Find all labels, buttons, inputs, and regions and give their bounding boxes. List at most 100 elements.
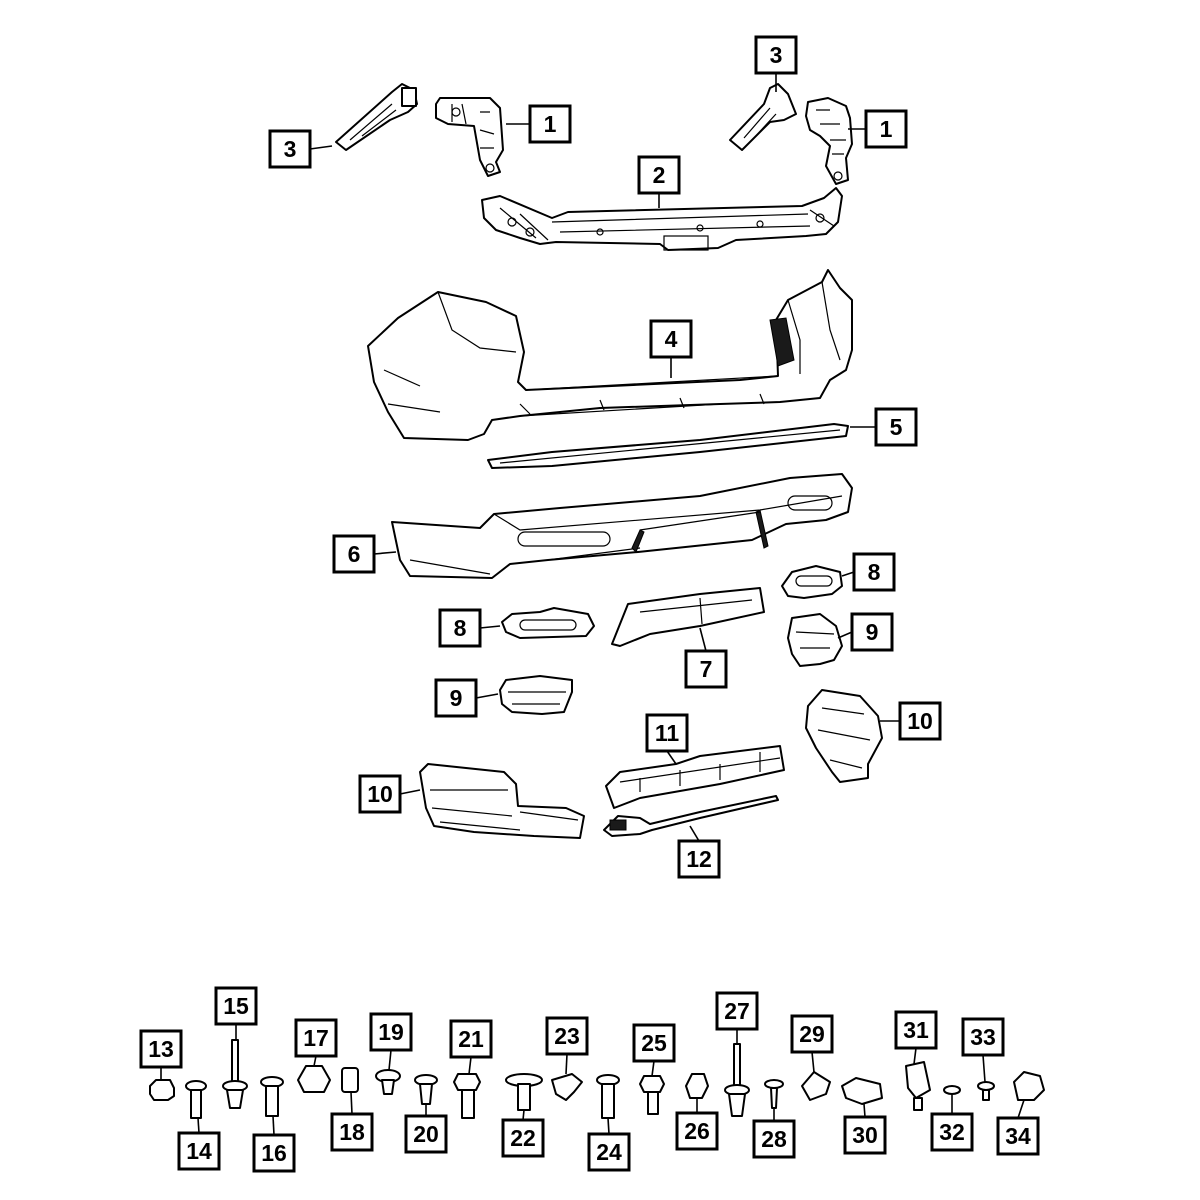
part-12-wiring-harness <box>603 795 779 837</box>
svg-text:19: 19 <box>378 1019 404 1045</box>
svg-text:10: 10 <box>907 708 933 734</box>
callout-30: 30 <box>843 1115 887 1155</box>
svg-text:34: 34 <box>1005 1123 1031 1149</box>
svg-text:9: 9 <box>866 619 879 645</box>
fastener-21-bolt <box>453 1073 481 1119</box>
svg-text:26: 26 <box>684 1118 710 1144</box>
svg-text:5: 5 <box>890 414 903 440</box>
svg-text:1: 1 <box>544 111 557 137</box>
svg-text:32: 32 <box>939 1119 965 1145</box>
fastener-23-clip <box>551 1073 583 1101</box>
svg-text:8: 8 <box>454 615 467 641</box>
fastener-34-clip <box>1013 1071 1045 1101</box>
svg-text:29: 29 <box>799 1021 825 1047</box>
part-1-left-mounting-bracket <box>435 97 504 177</box>
fastener-30-clip <box>841 1077 883 1105</box>
svg-text:27: 27 <box>724 998 750 1024</box>
svg-text:15: 15 <box>223 993 249 1019</box>
part-5-trim-strip <box>487 423 849 469</box>
callout-21: 21 <box>449 1019 493 1059</box>
svg-text:21: 21 <box>458 1026 484 1052</box>
callout-8-right: 8 <box>852 552 896 592</box>
callout-9-right: 9 <box>850 612 894 652</box>
callout-34: 34 <box>996 1116 1040 1156</box>
callout-31: 31 <box>894 1010 938 1050</box>
svg-text:9: 9 <box>450 685 463 711</box>
fastener-18-push-nut <box>341 1067 359 1093</box>
svg-text:33: 33 <box>970 1024 996 1050</box>
fastener-28-screw <box>764 1079 784 1109</box>
part-1-right-mounting-bracket <box>805 97 853 185</box>
fastener-22-retainer <box>505 1073 543 1111</box>
fastener-15-rivet <box>222 1039 248 1109</box>
callout-27: 27 <box>715 991 759 1031</box>
svg-text:30: 30 <box>852 1122 878 1148</box>
svg-text:25: 25 <box>641 1030 667 1056</box>
svg-text:20: 20 <box>413 1121 439 1147</box>
callout-23: 23 <box>545 1016 589 1056</box>
svg-text:8: 8 <box>868 559 881 585</box>
callout-33: 33 <box>961 1017 1005 1057</box>
callout-18: 18 <box>330 1112 374 1152</box>
part-10-right-air-deflector <box>805 689 883 783</box>
callout-2: 2 <box>637 155 681 195</box>
fastener-19-push-pin <box>375 1069 401 1095</box>
part-9-left-bracket <box>499 675 573 715</box>
leader-lines <box>160 73 1025 1136</box>
callout-5: 5 <box>874 407 918 447</box>
svg-text:14: 14 <box>186 1138 212 1164</box>
svg-text:17: 17 <box>303 1025 329 1051</box>
part-8-right-reflector <box>781 565 843 599</box>
callout-10-right: 10 <box>898 701 942 741</box>
callout-17: 17 <box>294 1018 338 1058</box>
part-9-right-bracket <box>787 613 843 667</box>
callout-13: 13 <box>139 1029 183 1069</box>
callout-3-right: 3 <box>754 35 798 75</box>
fastener-26-clip <box>685 1073 709 1099</box>
svg-text:28: 28 <box>761 1126 787 1152</box>
svg-text:16: 16 <box>261 1140 287 1166</box>
callout-10-left: 10 <box>358 774 402 814</box>
svg-text:22: 22 <box>510 1125 536 1151</box>
callout-19: 19 <box>369 1012 413 1052</box>
svg-text:6: 6 <box>348 541 361 567</box>
fastener-14-bolt <box>185 1080 207 1119</box>
svg-text:11: 11 <box>655 720 680 746</box>
svg-text:10: 10 <box>367 781 393 807</box>
part-3-left-bracket-arm <box>335 83 418 151</box>
callout-1-right: 1 <box>864 109 908 149</box>
svg-text:23: 23 <box>554 1023 580 1049</box>
svg-text:18: 18 <box>339 1119 365 1145</box>
part-3-right-bracket-arm <box>729 83 797 151</box>
callout-9-left: 9 <box>434 678 478 718</box>
part-11-bumper-support <box>605 745 785 809</box>
callout-12: 12 <box>677 839 721 879</box>
fastener-24-bolt <box>596 1074 620 1119</box>
svg-text:13: 13 <box>148 1036 174 1062</box>
svg-text:4: 4 <box>665 326 678 352</box>
callout-14: 14 <box>177 1131 221 1171</box>
part-2-reinforcement-beam <box>481 187 843 251</box>
fastener-13-nut <box>149 1079 175 1101</box>
callout-24: 24 <box>587 1132 631 1172</box>
callout-4: 4 <box>649 319 693 359</box>
part-10-left-air-deflector <box>419 763 585 839</box>
svg-text:12: 12 <box>686 846 712 872</box>
part-7-center-applique <box>611 587 765 647</box>
callout-8-left: 8 <box>438 608 482 648</box>
svg-text:7: 7 <box>700 656 713 682</box>
fastener-32-washer <box>943 1085 961 1095</box>
callout-6: 6 <box>332 534 376 574</box>
callout-16: 16 <box>252 1133 296 1173</box>
callout-1-left: 1 <box>528 104 572 144</box>
callout-32: 32 <box>930 1112 974 1152</box>
part-6-lower-fascia <box>391 473 853 579</box>
callout-11: 11 <box>645 713 689 753</box>
part-8-left-reflector <box>501 607 595 639</box>
callout-28: 28 <box>752 1119 796 1159</box>
callout-20: 20 <box>404 1114 448 1154</box>
callout-15: 15 <box>214 986 258 1026</box>
part-4-bumper-fascia <box>367 269 853 441</box>
svg-text:1: 1 <box>880 116 893 142</box>
